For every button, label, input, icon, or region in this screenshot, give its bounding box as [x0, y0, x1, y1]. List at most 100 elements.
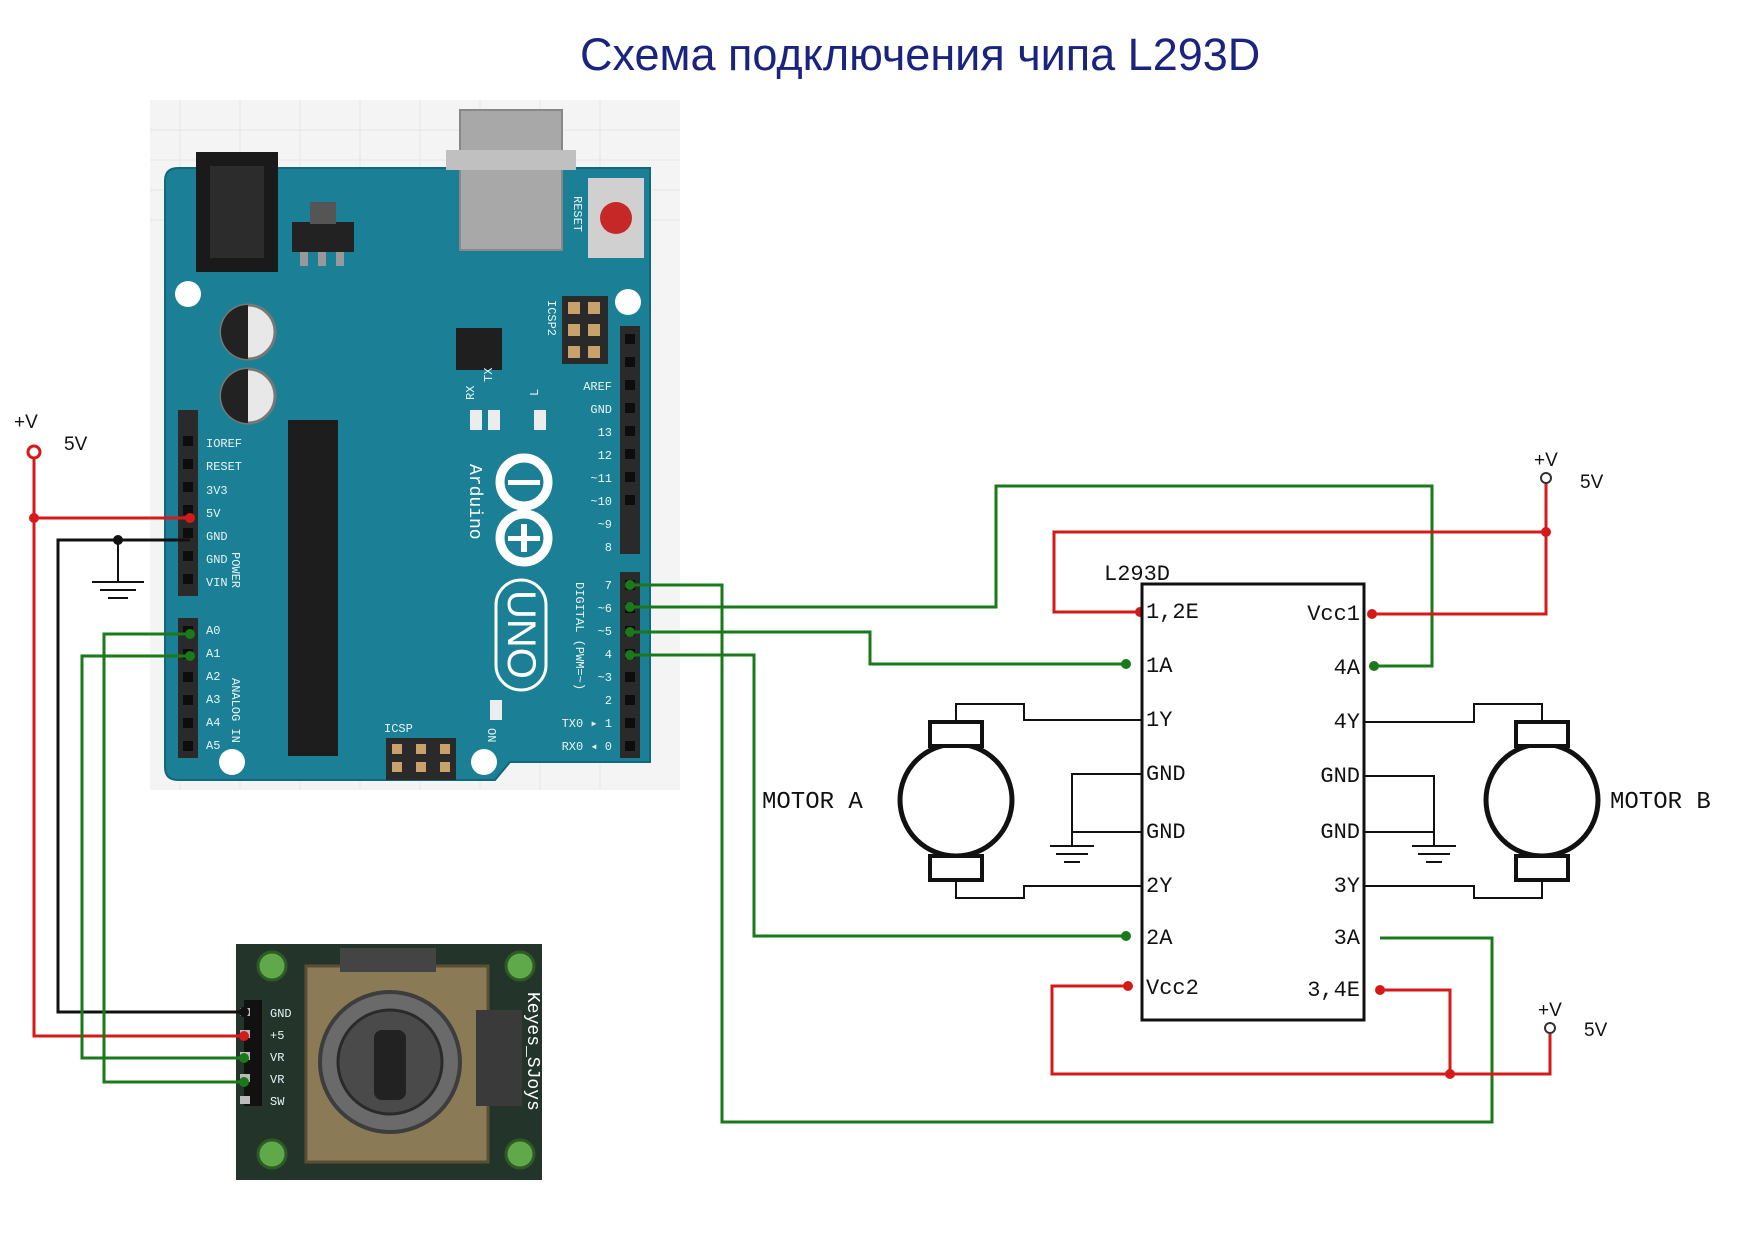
joystick-pin-sw: SW: [270, 1095, 285, 1109]
arduino-board: RESET ICSP2 TX RX L: [150, 100, 680, 790]
page-title: Схема подключения чипа L293D: [580, 29, 1260, 80]
digital-header-socket: [625, 495, 635, 505]
digital-header-socket: [625, 403, 635, 413]
joystick-brand: Keyes_SJoys: [522, 992, 542, 1111]
uno-badge: [494, 578, 548, 692]
l-led: [534, 410, 546, 430]
pin-label-gnd-1: GND: [206, 530, 228, 544]
motor-b-brush-top: [1514, 720, 1570, 748]
rx-label: RX: [464, 386, 478, 400]
pin-label-8: 8: [605, 541, 612, 555]
pin-label-gnd-2: GND: [206, 553, 228, 567]
pin-label-aref: AREF: [583, 380, 612, 394]
motor-b: MOTOR B: [1364, 703, 1711, 899]
power-header-socket: [183, 459, 193, 469]
pin-label-a0: A0: [206, 624, 220, 638]
power-header-socket: [183, 482, 193, 492]
power-header-socket: [183, 528, 193, 538]
arduino-logo: [495, 453, 553, 567]
ground-symbol-left-chip: [1050, 832, 1094, 863]
motor-b-lead-4y: [1364, 703, 1543, 723]
power-group-label: POWER: [228, 552, 242, 588]
joystick-pin-gnd: GND: [270, 1007, 292, 1021]
microcontroller-chip: [288, 420, 338, 756]
digital-header-socket: [625, 718, 635, 728]
chip-pin-vcc1: Vcc1: [1307, 602, 1360, 627]
joystick-pin-vrx: VR: [270, 1051, 284, 1065]
wire-pin7-3a: [630, 583, 1494, 1124]
ground-symbol-left: [92, 540, 144, 599]
wire-5v-enable34: [1380, 988, 1452, 1074]
left-supply-terminal: [26, 444, 42, 460]
pin-label-a1: A1: [206, 647, 220, 661]
left-supply-5v: 5V: [64, 434, 88, 455]
chip-left-gnd-wiring: [1071, 773, 1142, 838]
digital-header-socket: [625, 741, 635, 751]
chip-pin-4a: 4A: [1334, 656, 1361, 681]
motor-a-lead-1y: [955, 703, 1142, 722]
on-label: ON: [484, 728, 498, 742]
mount-hole: [471, 749, 497, 775]
digital-header-socket: [625, 472, 635, 482]
analog-header-socket: [183, 695, 193, 705]
pin-label-5v: 5V: [206, 507, 221, 521]
chip-pin-gnd-r2: GND: [1320, 820, 1360, 845]
chip-pin-4y: 4Y: [1334, 710, 1360, 735]
pin-label-5: ~5: [598, 625, 612, 639]
wire-5v-vcc1: [1372, 482, 1548, 616]
motor-a-lead-2y: [955, 880, 1142, 899]
mount-hole: [615, 289, 641, 315]
pin-label-13: 13: [598, 426, 612, 440]
top-supply-plus-v: +V: [1534, 450, 1558, 471]
motor-a-body: [897, 741, 1015, 859]
wire-a0-joystick: [102, 632, 244, 1084]
chip-pin-gnd-l1: GND: [1146, 762, 1186, 787]
power-header-socket: [183, 551, 193, 561]
pin-label-7: 7: [605, 579, 612, 593]
top-supply-5v: 5V: [1580, 472, 1604, 493]
pin-label-6: ~6: [598, 602, 612, 616]
digital-pin-labels-bottom: 7 ~6 ~5 4 ~3 2 TX0 ▸ 1 RX0 ◂ 0: [562, 579, 612, 754]
chip-pin-1y: 1Y: [1146, 708, 1172, 733]
icsp-label: ICSP: [384, 722, 413, 736]
wire-pin6-4a: [630, 484, 1434, 668]
uno-label: UNO: [499, 590, 543, 679]
motor-b-body: [1483, 741, 1601, 859]
digital-header-socket: [625, 357, 635, 367]
pin-label-3v3: 3V3: [206, 484, 228, 498]
pin-label-2: 2: [605, 694, 612, 708]
reset-button-cap: [600, 202, 632, 234]
wire-5v-joystick: [32, 458, 244, 1038]
analog-group-label: ANALOG IN: [228, 678, 242, 743]
wire-pin5-1a: [630, 630, 1126, 666]
chip-pin-2a: 2A: [1146, 926, 1173, 951]
chip-pin-3y: 3Y: [1334, 874, 1360, 899]
wire-a1-joystick: [80, 654, 244, 1060]
tx-label: TX: [482, 368, 496, 382]
usb-connector: [459, 109, 563, 251]
digital-group-label: DIGITAL (PWM=~): [572, 582, 586, 690]
power-header-socket: [183, 436, 193, 446]
digital-header-socket: [625, 334, 635, 344]
analog-header-socket: [183, 718, 193, 728]
top-supply-terminal: [1540, 472, 1552, 484]
arduino-brand: Arduino: [464, 464, 484, 540]
motor-a-brush-bottom: [928, 854, 984, 882]
analog-header-socket: [183, 741, 193, 751]
wire-5v-enable12: [1052, 530, 1546, 614]
pin-label-10: ~10: [590, 495, 612, 509]
analog-pin-labels: A0 A1 A2 A3 A4 A5: [206, 624, 220, 753]
wire-pin4-2a: [630, 653, 1126, 938]
chip-pin-1a: 1A: [1146, 654, 1173, 679]
motor-a-label: MOTOR A: [762, 789, 863, 816]
motor-b-label: MOTOR B: [1610, 789, 1711, 816]
wire-junctions: [29, 513, 1551, 1087]
analog-header-socket: [183, 672, 193, 682]
pin-label-4: 4: [605, 648, 612, 662]
chip-pin-vcc2: Vcc2: [1146, 976, 1199, 1001]
bottom-supply-terminal: [1544, 1022, 1556, 1034]
digital-pin-labels-top: AREF GND 13 12 ~11 ~10 ~9 8: [583, 380, 612, 555]
wires: [32, 458, 1552, 1124]
power-header-socket: [183, 574, 193, 584]
